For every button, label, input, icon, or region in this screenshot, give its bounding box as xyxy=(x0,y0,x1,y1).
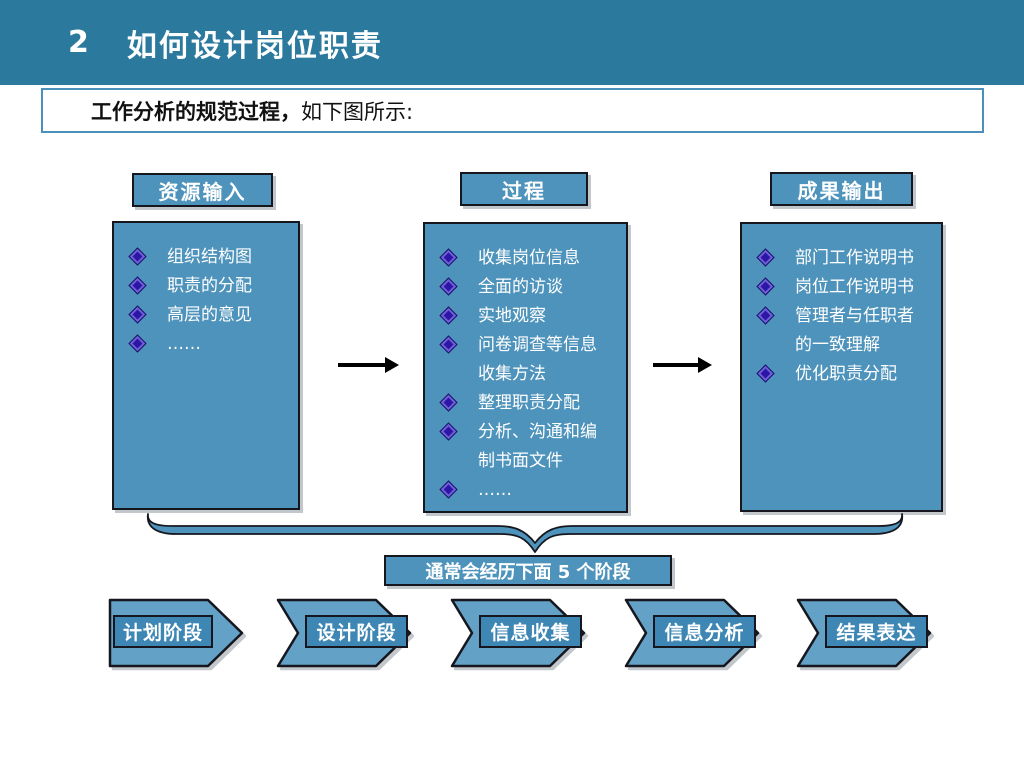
list-item: 管理者与任职者的一致理解 xyxy=(756,302,937,360)
section-number: 2 xyxy=(68,25,89,60)
diamond-bullet-icon xyxy=(439,335,458,354)
list-item: 问卷调查等信息收集方法 xyxy=(439,331,622,389)
curly-brace-down-icon xyxy=(146,513,904,553)
list-item: 全面的访谈 xyxy=(439,273,622,302)
column-header-output: 成果输出 xyxy=(770,172,913,206)
stage-label-design: 设计阶段 xyxy=(305,615,408,648)
diamond-bullet-icon xyxy=(439,277,458,296)
diamond-bullet-icon xyxy=(439,422,458,441)
diamond-bullet-icon xyxy=(756,248,775,267)
list-item: 组织结构图 xyxy=(128,243,294,272)
process-box: 收集岗位信息 全面的访谈 实地观察 问卷调查等信息收集方法 整理职责分配 分析、… xyxy=(423,222,628,513)
right-arrow-icon xyxy=(338,357,399,373)
diamond-bullet-icon xyxy=(128,334,147,353)
list-item: 整理职责分配 xyxy=(439,389,622,418)
diamond-bullet-icon xyxy=(439,480,458,499)
page-title: 如何设计岗位职责 xyxy=(126,28,383,64)
diamond-bullet-icon xyxy=(756,364,775,383)
input-box: 组织结构图 职责的分配 高层的意见 …… xyxy=(112,221,300,510)
diamond-bullet-icon xyxy=(128,276,147,295)
list-item: 实地观察 xyxy=(439,302,622,331)
column-header-input: 资源输入 xyxy=(132,173,273,207)
list-item: 优化职责分配 xyxy=(756,360,937,389)
list-item: …… xyxy=(439,476,622,505)
subtitle-bold-text: 工作分析的规范过程， xyxy=(91,99,301,124)
stage-label-planning: 计划阶段 xyxy=(113,615,213,648)
stages-caption-box: 通常会经历下面 5 个阶段 xyxy=(384,555,672,586)
subtitle-box: 工作分析的规范过程， 如下图所示: xyxy=(41,88,984,133)
output-box: 部门工作说明书 岗位工作说明书 管理者与任职者的一致理解 优化职责分配 xyxy=(740,222,943,512)
list-item: 职责的分配 xyxy=(128,272,294,301)
list-item: 高层的意见 xyxy=(128,301,294,330)
stage-label-info-collect: 信息收集 xyxy=(479,615,582,648)
list-item: 收集岗位信息 xyxy=(439,244,622,273)
column-header-process: 过程 xyxy=(460,172,588,206)
diamond-bullet-icon xyxy=(439,393,458,412)
diamond-bullet-icon xyxy=(439,306,458,325)
stage-label-info-analysis: 信息分析 xyxy=(653,615,756,648)
subtitle-rest-text: 如下图所示: xyxy=(301,99,414,124)
list-item: …… xyxy=(128,330,294,359)
diamond-bullet-icon xyxy=(756,306,775,325)
list-item: 分析、沟通和编制书面文件 xyxy=(439,418,622,476)
diamond-bullet-icon xyxy=(439,248,458,267)
stage-label-result-express: 结果表达 xyxy=(825,615,928,648)
diamond-bullet-icon xyxy=(128,305,147,324)
right-arrow-icon xyxy=(653,357,712,373)
slide-title-bar: 2 如何设计岗位职责 xyxy=(0,0,1024,85)
diamond-bullet-icon xyxy=(128,247,147,266)
list-item: 部门工作说明书 xyxy=(756,244,937,273)
list-item: 岗位工作说明书 xyxy=(756,273,937,302)
diamond-bullet-icon xyxy=(756,277,775,296)
